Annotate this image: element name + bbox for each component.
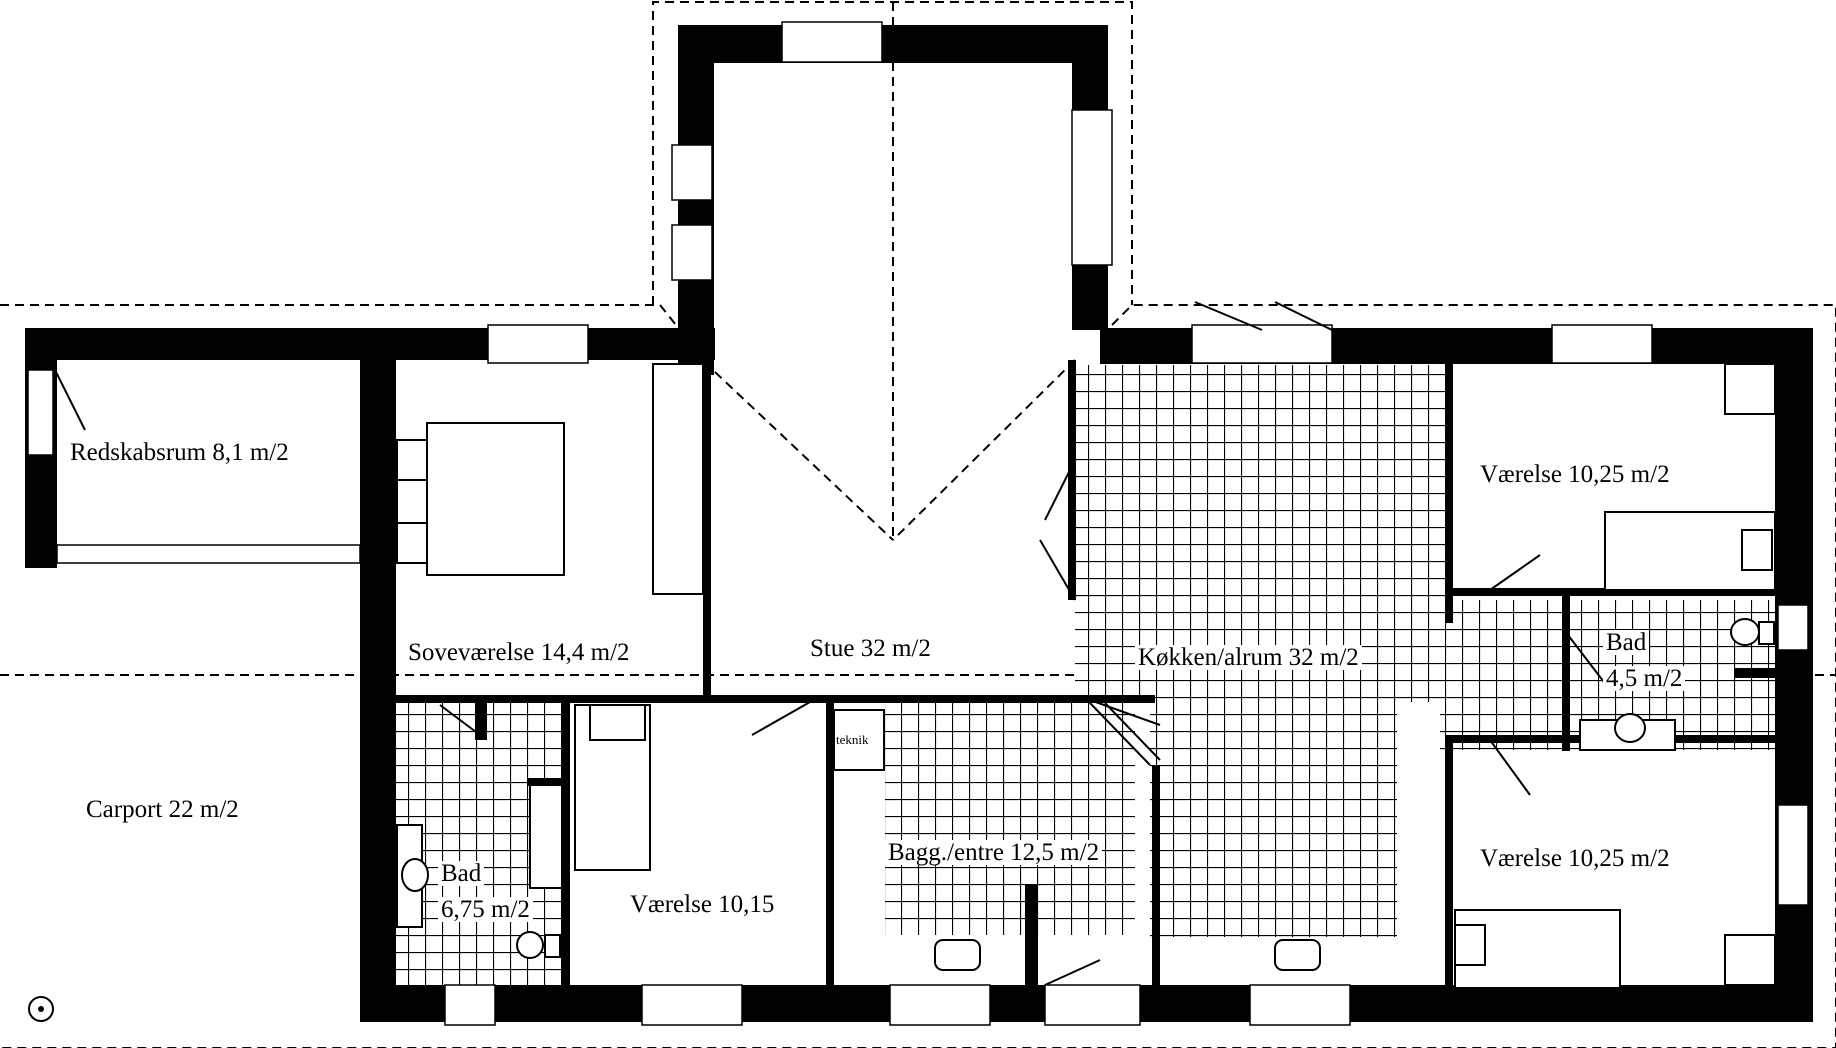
- room-label-teknik: teknik: [836, 732, 869, 747]
- tile-baggang: [885, 700, 1135, 935]
- compass-marker-icon: [28, 996, 54, 1022]
- room-label-koekken: Køkken/alrum 32 m/2: [1135, 645, 1362, 670]
- room-label-sovevaerelse: Soveværelse 14,4 m/2: [405, 640, 633, 665]
- room-label-carport: Carport 22 m/2: [86, 796, 239, 823]
- tile-kitchen-lower: [1150, 700, 1397, 937]
- room-label-vaerelse-ne: Værelse 10,25 m/2: [1480, 461, 1670, 488]
- wall-stubs: [475, 608, 1775, 985]
- room-label-stue: Stue 32 m/2: [810, 635, 931, 662]
- room-label-bad-large: Bad: [438, 861, 485, 886]
- room-label-bad-small-area: 4,5 m/2: [1603, 666, 1686, 691]
- room-label-vaerelse-mid: Værelse 10,15: [630, 891, 775, 918]
- windows: [27, 21, 1809, 1026]
- room-label-bad-small: Bad: [1603, 630, 1650, 655]
- room-label-bad-large-area: 6,75 m/2: [438, 897, 533, 922]
- room-label-vaerelse-se: Værelse 10,25 m/2: [1480, 845, 1670, 872]
- doors-furniture: [54, 301, 1776, 989]
- room-label-baggang: Bagg./entre 12,5 m/2: [885, 840, 1103, 865]
- tile-kitchen-corridor: [1440, 600, 1565, 750]
- room-label-redskabsrum: Redskabsrum 8,1 m/2: [70, 439, 289, 466]
